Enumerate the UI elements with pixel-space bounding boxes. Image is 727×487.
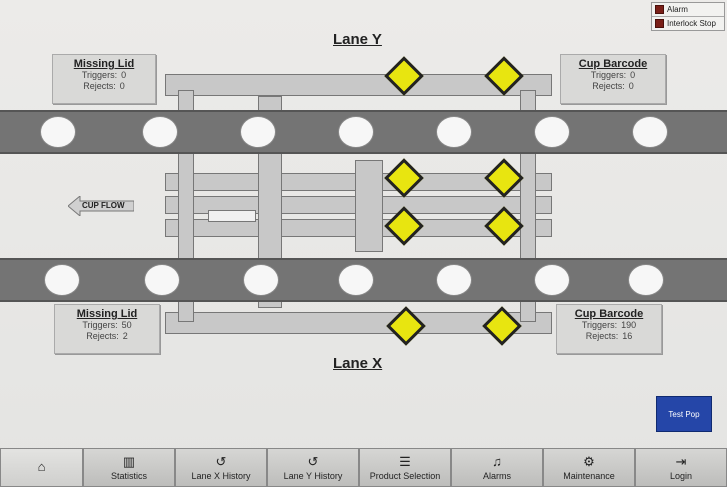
nav-label: Statistics: [110, 470, 147, 481]
history-icon: ↺: [307, 453, 319, 469]
panel-title: Missing Lid: [76, 308, 138, 320]
panel-title: Cup Barcode: [574, 308, 644, 320]
alarm-led-icon: [655, 5, 664, 14]
triggers-label: Triggers:: [581, 320, 618, 330]
rejects-value: 0: [119, 81, 125, 91]
panel-lane-x-cup-barcode: Cup Barcode Triggers:190 Rejects:16: [556, 304, 662, 354]
panel-lane-y-missing-lid: Missing Lid Triggers:0 Rejects:0: [52, 54, 156, 104]
nav-label: Alarms: [482, 470, 511, 481]
rejects-value: 2: [122, 331, 128, 341]
login-icon: ⇥: [675, 453, 687, 469]
frame-bottom-rail: [165, 312, 552, 334]
triggers-value: 190: [621, 320, 637, 330]
cup-icon: [628, 264, 664, 296]
user-gear-icon: ⚙: [583, 453, 595, 469]
nav-login-button[interactable]: ⇥ Login: [635, 448, 727, 487]
status-alarm: Alarm: [652, 3, 724, 17]
nav-product-selection-button[interactable]: ☰ Product Selection: [359, 448, 451, 487]
panel-title: Cup Barcode: [578, 58, 648, 70]
triggers-value: 0: [630, 70, 636, 80]
frame-label-plate: [208, 210, 256, 222]
list-icon: ☰: [399, 453, 411, 469]
nav-label: Lane Y History: [283, 470, 343, 481]
rejects-value: 0: [628, 81, 634, 91]
cup-icon: [40, 116, 76, 148]
panel-title: Missing Lid: [73, 58, 135, 70]
cup-flow-arrow-icon: [68, 196, 134, 216]
triggers-value: 0: [121, 70, 127, 80]
cup-icon: [44, 264, 80, 296]
sensor-icon: [484, 158, 524, 198]
cup-icon: [240, 116, 276, 148]
cup-icon: [534, 264, 570, 296]
cup-icon: [142, 116, 178, 148]
nav-label: Maintenance: [563, 470, 615, 481]
nav-alarms-button[interactable]: ♫ Alarms: [451, 448, 543, 487]
chart-icon: ▥: [122, 453, 136, 469]
bell-icon: ♫: [492, 453, 502, 469]
cup-icon: [632, 116, 668, 148]
cup-flow-label: CUP FLOW: [82, 201, 125, 210]
panel-lane-y-cup-barcode: Cup Barcode Triggers:0 Rejects:0: [560, 54, 666, 104]
nav-statistics-button[interactable]: ▥ Statistics: [83, 448, 175, 487]
cup-icon: [144, 264, 180, 296]
rejects-label: Rejects:: [83, 81, 116, 91]
rejects-label: Rejects:: [86, 331, 119, 341]
home-icon: ⌂: [37, 458, 46, 474]
status-alarm-label: Alarm: [667, 5, 688, 14]
test-pop-button[interactable]: Test Pop: [656, 396, 712, 432]
sensor-icon: [384, 158, 424, 198]
frame-carriage-center: [355, 160, 383, 252]
nav-label: Product Selection: [369, 470, 441, 481]
cup-icon: [338, 116, 374, 148]
bottom-nav-bar: ⌂ ▥ Statistics ↺ Lane X History ↺ Lane Y…: [0, 448, 727, 487]
frame-top-rail: [165, 74, 552, 96]
rejects-label: Rejects:: [592, 81, 625, 91]
nav-maintenance-button[interactable]: ⚙ Maintenance: [543, 448, 635, 487]
nav-home-button[interactable]: ⌂: [0, 448, 83, 487]
lane-y-title: Lane Y: [333, 31, 382, 48]
lane-x-title: Lane X: [333, 355, 383, 372]
conveyor-lane-y: [0, 110, 727, 154]
nav-lane-y-history-button[interactable]: ↺ Lane Y History: [267, 448, 359, 487]
cup-icon: [534, 116, 570, 148]
triggers-label: Triggers:: [81, 70, 118, 80]
nav-label: Lane X History: [191, 470, 251, 481]
history-icon: ↺: [215, 453, 227, 469]
status-interlock-label: Interlock Stop: [667, 19, 716, 28]
nav-label: Login: [669, 470, 693, 481]
rejects-value: 16: [622, 331, 633, 341]
status-indicator-box: Alarm Interlock Stop: [651, 2, 725, 31]
cup-icon: [243, 264, 279, 296]
cup-icon: [436, 116, 472, 148]
cup-icon: [338, 264, 374, 296]
nav-lane-x-history-button[interactable]: ↺ Lane X History: [175, 448, 267, 487]
status-interlock: Interlock Stop: [652, 17, 724, 30]
cup-icon: [436, 264, 472, 296]
rejects-label: Rejects:: [585, 331, 619, 341]
triggers-label: Triggers:: [590, 70, 627, 80]
triggers-label: Triggers:: [82, 320, 118, 330]
panel-lane-x-missing-lid: Missing Lid Triggers:50 Rejects:2: [54, 304, 160, 354]
interlock-led-icon: [655, 19, 664, 28]
triggers-value: 50: [121, 320, 132, 330]
conveyor-lane-x: [0, 258, 727, 302]
